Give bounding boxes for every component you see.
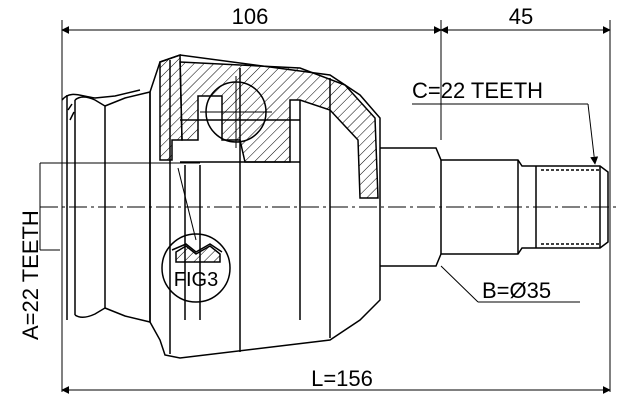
diameter-b-label: B=Ø35 (482, 278, 551, 303)
fig3-callout: FIG3 (161, 167, 231, 303)
housing-left-seal (61, 89, 151, 323)
dimension-45: 45 (440, 4, 611, 34)
spline-a-label: A=22 TEETH (18, 210, 43, 340)
extension-lines (61, 20, 611, 392)
dimension-106-label: 106 (232, 4, 269, 29)
spline-c-callout: C=22 TEETH (412, 78, 599, 165)
dimension-overall: L=156 (61, 366, 611, 394)
diameter-b-callout: B=Ø35 (440, 265, 580, 303)
output-shaft (380, 147, 609, 267)
dimension-106: 106 (61, 4, 442, 34)
fig3-label: FIG3 (174, 269, 218, 291)
ball-cage (200, 76, 272, 148)
spline-a-leader (39, 162, 200, 251)
dimension-45-label: 45 (509, 4, 533, 29)
overall-length-label: L=156 (311, 366, 373, 391)
housing-section-hatched (159, 53, 379, 199)
spline-c-label: C=22 TEETH (412, 78, 543, 103)
inner-race (180, 100, 301, 320)
